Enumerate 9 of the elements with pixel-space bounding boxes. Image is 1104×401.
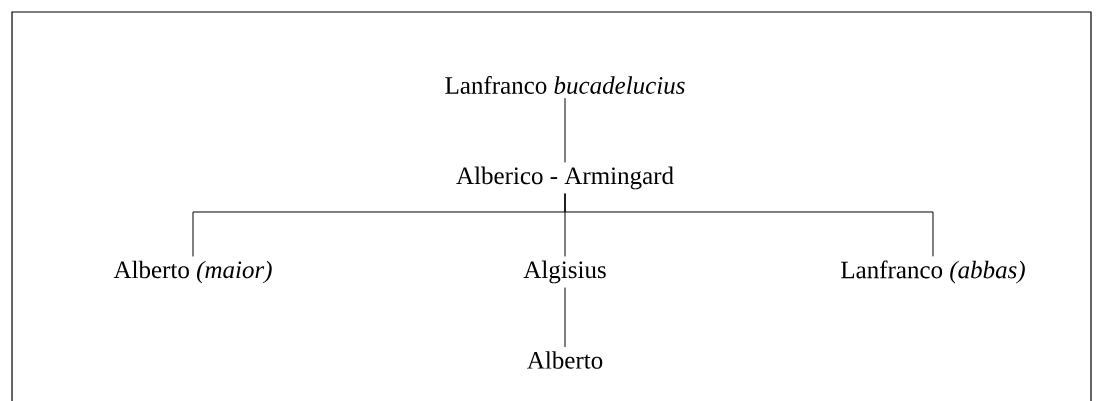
name-label: Alberto (maior): [113, 260, 272, 284]
tree-line: [564, 287, 566, 348]
name-label: Lanfranco (abbas): [841, 260, 1025, 284]
tree-line: [564, 97, 566, 163]
name-label: Alberico - Armingard: [456, 166, 674, 190]
tree-line: [564, 193, 934, 257]
name-label: Algisius: [523, 260, 606, 284]
name-label: Alberto: [527, 351, 603, 369]
name-label: Lanfranco bucadelucius: [445, 76, 685, 94]
